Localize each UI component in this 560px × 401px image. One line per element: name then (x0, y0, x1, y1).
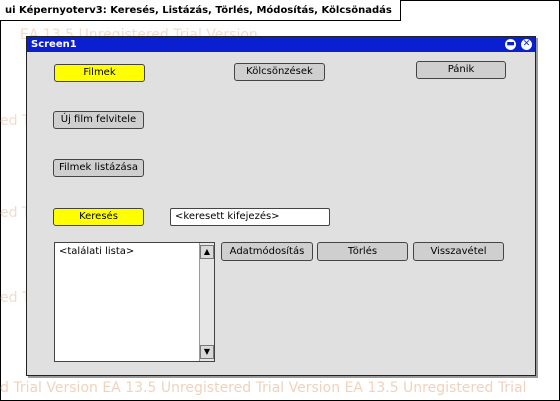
close-icon[interactable]: ✕ (521, 39, 532, 50)
modify-button[interactable]: Adatmódosítás (221, 242, 313, 261)
results-list[interactable]: <találati lista> ▲ ▼ (54, 242, 215, 362)
results-list-placeholder: <találati lista> (59, 246, 135, 257)
kolcsonzesek-button[interactable]: Kölcsönzések (234, 63, 325, 81)
search-input[interactable]: <keresett kifejezés> (170, 208, 330, 226)
minimize-icon[interactable]: ▬ (505, 39, 516, 50)
arrow-down-icon[interactable]: ▼ (200, 345, 214, 359)
screen-window: Screen1 ▬ ✕ Filmek Kölcsönzések Pánik Új… (26, 36, 536, 376)
arrow-up-icon[interactable]: ▲ (200, 245, 214, 259)
results-scrollbar[interactable]: ▲ ▼ (199, 243, 214, 361)
return-button[interactable]: Visszavétel (413, 242, 504, 261)
watermark: d Trial Version EA 13.5 Unregistered Tri… (0, 380, 527, 396)
window-title-bar: Screen1 ▬ ✕ (27, 37, 535, 52)
search-button[interactable]: Keresés (53, 208, 144, 226)
filmek-button[interactable]: Filmek (54, 64, 145, 82)
delete-button[interactable]: Törlés (317, 242, 408, 261)
diagram-frame-title: ui Képernyoterv3: Keresés, Listázás, Tör… (0, 0, 401, 21)
new-film-button[interactable]: Új film felvitele (53, 111, 144, 129)
panik-button[interactable]: Pánik (416, 61, 506, 79)
list-films-button[interactable]: Filmek listázása (53, 159, 144, 177)
window-title: Screen1 (31, 39, 77, 50)
